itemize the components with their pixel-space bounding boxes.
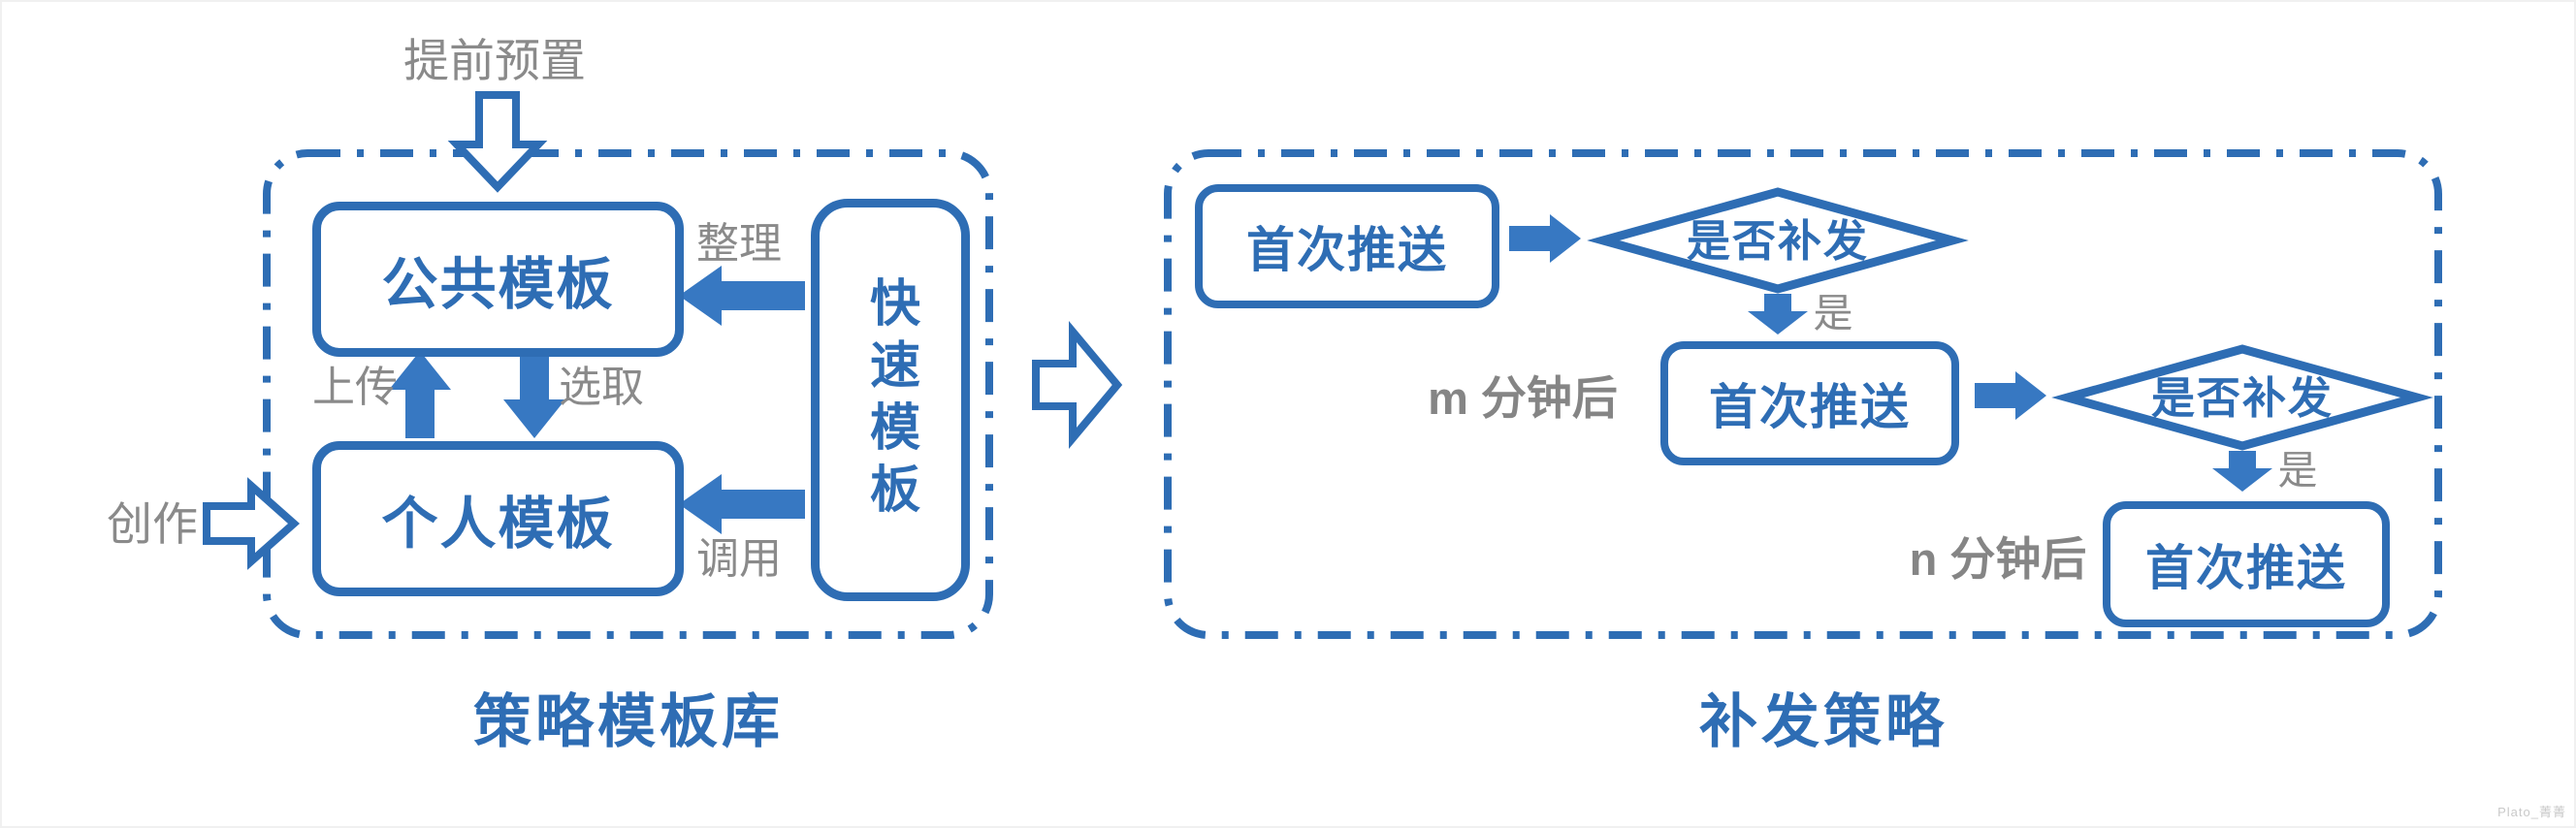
- first-push-label-2: 首次推送: [1709, 380, 1911, 434]
- left-panel-title: 策略模板库: [473, 689, 784, 754]
- create-label: 创作: [107, 497, 198, 550]
- library-to-strategy-arrow-icon: [1032, 320, 1123, 450]
- personal-template-node: 个人模板: [312, 441, 684, 596]
- watermark-text: Plato_菁菁: [2497, 805, 2566, 819]
- decision1-diamond: [1587, 187, 1969, 294]
- yes-label-2: 是: [2277, 447, 2318, 493]
- first-push-label-1: 首次推送: [1246, 223, 1448, 277]
- first-push-label-3: 首次推送: [2145, 541, 2347, 595]
- resend-strategy-container-border: [1164, 149, 2442, 639]
- yes-label-1: 是: [1813, 290, 1853, 335]
- pick-label: 选取: [559, 364, 644, 411]
- decision2-label: 是否补发: [2150, 372, 2334, 423]
- template-library-container-border: [263, 149, 993, 639]
- first-push-node-1: 首次推送: [1195, 184, 1499, 308]
- preset-down-arrow-icon: [447, 91, 548, 193]
- invoke-left-arrow-icon: [679, 474, 805, 534]
- delay-m-label: m 分钟后: [1428, 371, 1618, 424]
- organize-left-arrow-icon: [679, 266, 805, 326]
- push1-to-decision1-arrow-icon: [1509, 214, 1581, 263]
- public-template-label: 公共模板: [381, 253, 615, 316]
- upload-label: 上传: [312, 364, 398, 411]
- decision2-yes-down-arrow-icon: [2212, 451, 2272, 492]
- decision1-yes-down-arrow-icon: [1748, 294, 1808, 334]
- preset-label: 提前预置: [403, 34, 586, 86]
- right-panel-title: 补发策略: [1699, 689, 1948, 754]
- pick-down-arrow-icon: [503, 351, 565, 438]
- quick-template-node: 快速模板: [811, 199, 970, 601]
- create-right-arrow-icon: [203, 477, 301, 570]
- push2-to-decision2-arrow-icon: [1975, 371, 2046, 420]
- decision2-diamond: [2051, 344, 2433, 451]
- quick-template-label: 快速模板: [861, 275, 918, 525]
- invoke-label: 调用: [696, 535, 782, 583]
- upload-up-arrow-icon: [389, 351, 451, 438]
- delay-n-label: n 分钟后: [1909, 532, 2087, 585]
- decision1-label: 是否补发: [1686, 215, 1869, 266]
- personal-template-label: 个人模板: [381, 493, 615, 556]
- public-template-node: 公共模板: [312, 202, 684, 357]
- organize-label: 整理: [696, 220, 782, 268]
- first-push-node-2: 首次推送: [1660, 341, 1959, 465]
- first-push-node-3: 首次推送: [2103, 501, 2390, 627]
